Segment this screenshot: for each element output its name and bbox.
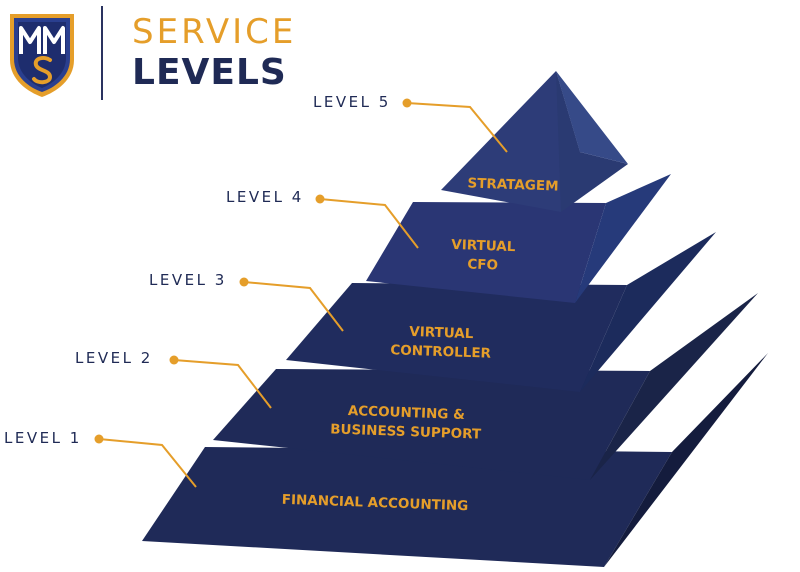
- level-label-5: LEVEL 5: [313, 93, 391, 111]
- tier-level-4: [366, 174, 671, 303]
- leader-dot-level-2: [169, 355, 179, 365]
- title-levels: LEVELS: [132, 52, 287, 93]
- level-label-4: LEVEL 4: [226, 188, 304, 206]
- tier-level-2: [213, 293, 758, 480]
- leader-dot-level-1: [94, 434, 104, 444]
- level-label-1: LEVEL 1: [4, 429, 82, 447]
- level-label-3: LEVEL 3: [149, 271, 227, 289]
- level-label-2: LEVEL 2: [75, 349, 153, 367]
- leader-line-level-1: [98, 438, 197, 488]
- leader-dot-level-4: [315, 194, 325, 204]
- leader-line-level-4: [319, 198, 419, 249]
- title-service: SERVICE: [132, 12, 297, 52]
- leader-line-level-5: [406, 102, 508, 153]
- header-divider: [101, 6, 103, 100]
- header: SERVICE LEVELS: [0, 0, 400, 110]
- tier-level-5: [441, 71, 628, 212]
- shield-monogram-icon: [10, 14, 74, 97]
- leader-dot-level-3: [239, 277, 249, 287]
- tier-level-1: [142, 353, 768, 567]
- tier-level-3: [286, 232, 716, 392]
- leader-dot-level-5: [402, 98, 412, 108]
- leader-line-level-2: [173, 359, 272, 409]
- leader-line-level-3: [243, 281, 344, 332]
